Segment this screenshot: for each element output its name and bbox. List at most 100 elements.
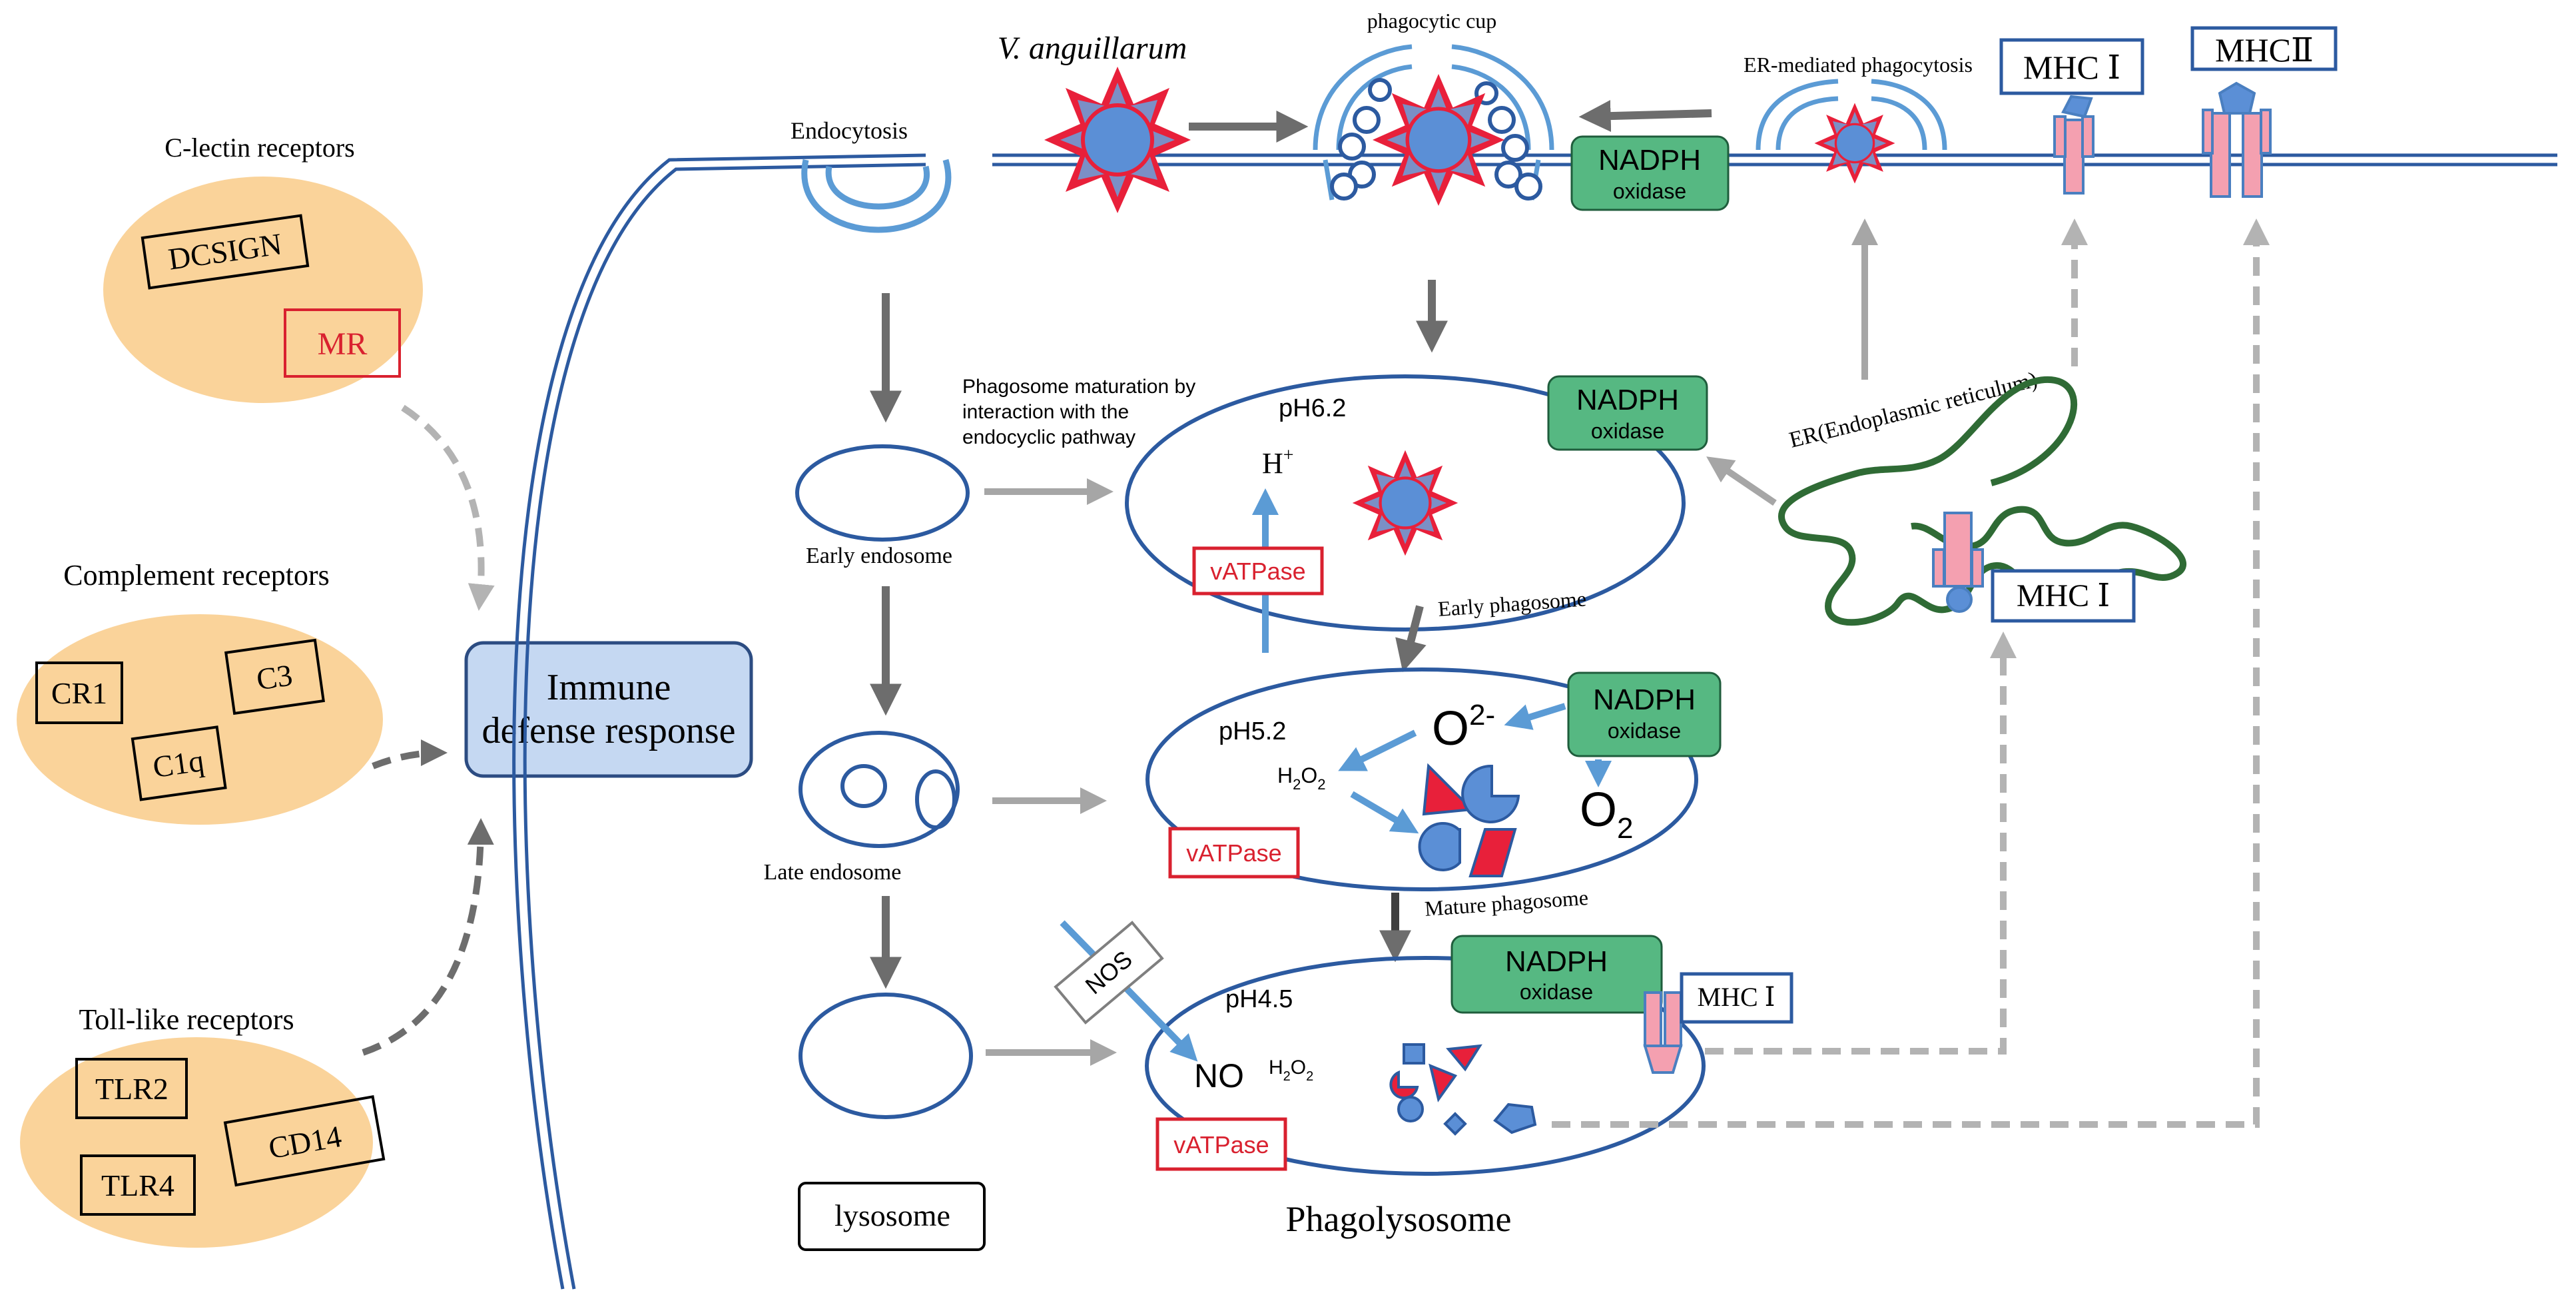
vatpase-phago-box: vATPase (1155, 1117, 1287, 1171)
c-lectin-title: C-lectin receptors (164, 133, 354, 163)
superoxide-to-h2o2-arrow (1338, 729, 1417, 771)
early-endosome (795, 444, 970, 542)
vatpase-early-box: vATPase (1192, 546, 1324, 596)
h2o2-mature-label: H2O2 (1277, 763, 1326, 793)
pathogen-label: V. anguillarum (998, 31, 1187, 66)
nadph-to-superoxide-arrow (1504, 703, 1566, 730)
nadph-oxidase-mature: NADPH oxidase (1567, 671, 1722, 757)
mature-phagosome-ph: pH5.2 (1219, 717, 1286, 745)
maturation-line2: interaction with the (962, 401, 1129, 423)
pathogen-early-phagosome (1352, 450, 1458, 556)
early-to-mature-phagosome-arrow (1395, 605, 1427, 672)
er-mediated-cup (1756, 79, 1947, 151)
mhc1-er-protein (1932, 512, 1984, 613)
early-endosome-label: Early endosome (806, 544, 952, 568)
early-phagosome (1125, 374, 1686, 632)
h2o2-phago-label: H2O2 (1269, 1057, 1313, 1084)
phagocytic-cup-vesicles (1330, 78, 1542, 201)
mhc1-er-label-box: MHC Ⅰ (1991, 569, 2136, 623)
toll-like-title: Toll-like receptors (79, 1003, 294, 1036)
phagocytic-cup-label: phagocytic cup (1367, 9, 1497, 33)
mhc2-membrane-protein (2202, 81, 2272, 198)
er-label: ER(Endoplasmic reticulum) (1787, 367, 2040, 452)
pathogen-er-mediated (1814, 103, 1895, 184)
vatpase-mature-label: vATPase (1186, 839, 1281, 867)
phagolysosome (1145, 956, 1706, 1176)
c-lectin-ellipse (103, 177, 423, 403)
toll-like-ellipse (20, 1037, 373, 1248)
early-phagosome-ph: pH6.2 (1279, 394, 1346, 422)
cr1-box (35, 661, 123, 724)
lysosome-vesicle (799, 993, 973, 1119)
nadph-mature-line1: NADPH (1593, 683, 1696, 716)
mhc2-top-label-box: MHCⅡ (2190, 26, 2338, 71)
phago-mhc1-to-er-mhc1-dashed (1705, 632, 2017, 1055)
mhc1-membrane-protein (2053, 95, 2094, 195)
vatpase-mature-box: vATPase (1168, 827, 1300, 879)
mhc1-er-label: MHC Ⅰ (2017, 578, 2110, 614)
phagolysosome-ph: pH4.5 (1225, 985, 1293, 1013)
nadph-membrane-line1: NADPH (1598, 144, 1701, 177)
nadph-mature-line2: oxidase (1608, 719, 1681, 743)
pathogen-debris-phagolysosome (1389, 1043, 1537, 1136)
er-mediated-label: ER-mediated phagocytosis (1744, 53, 1973, 77)
c3-label: C3 (254, 658, 294, 697)
phago-debris-to-mhc2-dashed (1552, 218, 2270, 1128)
nadph-oxidase-phagolysosome: NADPH oxidase (1450, 935, 1663, 1014)
immune-defense-box: Immune defense response (464, 641, 753, 778)
endoplasmic-reticulum (1778, 376, 2186, 626)
er-to-cup-arrow (1578, 100, 1712, 133)
cd14-box (223, 1094, 386, 1187)
toll-like-receptors-group: Toll-like receptors TLR2 TLR4 CD14 (20, 1003, 386, 1248)
mhc1-top-label: MHC Ⅰ (2023, 49, 2120, 86)
tlr4-box (80, 1154, 196, 1216)
lysosome-label: lysosome (834, 1198, 950, 1232)
superoxide-label: O2- (1432, 699, 1495, 755)
mhc1-phago-label-box: MHC Ⅰ (1680, 972, 1793, 1024)
vatpase-phago-label: vATPase (1173, 1131, 1269, 1158)
mr-box (284, 308, 401, 378)
toll-to-immune-arrow (362, 818, 494, 1056)
cell-membrane (512, 153, 2557, 1290)
endocytosis-pit (801, 159, 952, 233)
late-endosome (799, 731, 960, 848)
er-to-early-phagosome-arrow (1706, 456, 1777, 506)
maturation-text: Phagosome maturation by interaction with… (962, 376, 1195, 448)
mhc2-top-label: MHCⅡ (2215, 31, 2314, 69)
c1q-label: C1q (151, 743, 206, 784)
phagocytic-cup (1313, 44, 1554, 201)
nadph-oxidase-early: NADPH oxidase (1547, 375, 1708, 451)
maturation-line1: Phagosome maturation by (962, 376, 1195, 398)
maturation-line3: endocyclic pathway (962, 426, 1135, 448)
phagolysosome-label: Phagolysosome (1285, 1199, 1511, 1239)
pathogen-in-cup (1373, 73, 1504, 206)
mhc1-phago-protein (1643, 991, 1683, 1074)
mr-label: MR (318, 326, 368, 362)
complement-ellipse (17, 614, 383, 825)
complement-to-immune-arrow (372, 739, 448, 769)
vatpase-early-label: vATPase (1210, 558, 1305, 585)
tlr2-box (75, 1058, 188, 1119)
immune-line1: Immune (547, 667, 671, 708)
dcsign-box (141, 214, 310, 290)
tlr2-label: TLR2 (95, 1072, 168, 1106)
nadph-phago-line1: NADPH (1505, 945, 1608, 978)
complement-title: Complement receptors (63, 559, 330, 592)
c-lectin-receptors-group: C-lectin receptors DCSIGN MR (103, 133, 423, 403)
c-lectin-to-immune-arrow (401, 404, 495, 611)
nadph-early-line2: oxidase (1591, 419, 1664, 443)
c3-box (224, 638, 325, 715)
h2o2-to-debris-arrow (1350, 791, 1419, 834)
pathogen-bacterium-main (1044, 67, 1191, 213)
c1q-box (131, 725, 227, 801)
mature-phagosome (1145, 667, 1698, 891)
nadph-phago-line2: oxidase (1520, 980, 1593, 1004)
nadph-oxidase-membrane: NADPH oxidase (1570, 135, 1730, 211)
late-endosome-label: Late endosome (764, 860, 902, 885)
complement-receptors-group: Complement receptors CR1 C3 C1q (17, 559, 383, 825)
lysosome-label-box: lysosome (798, 1182, 986, 1251)
no-label: NO (1194, 1057, 1244, 1094)
mhc1-phago-label: MHC Ⅰ (1698, 982, 1775, 1012)
early-phagosome-label: Early phagosome (1437, 587, 1587, 621)
